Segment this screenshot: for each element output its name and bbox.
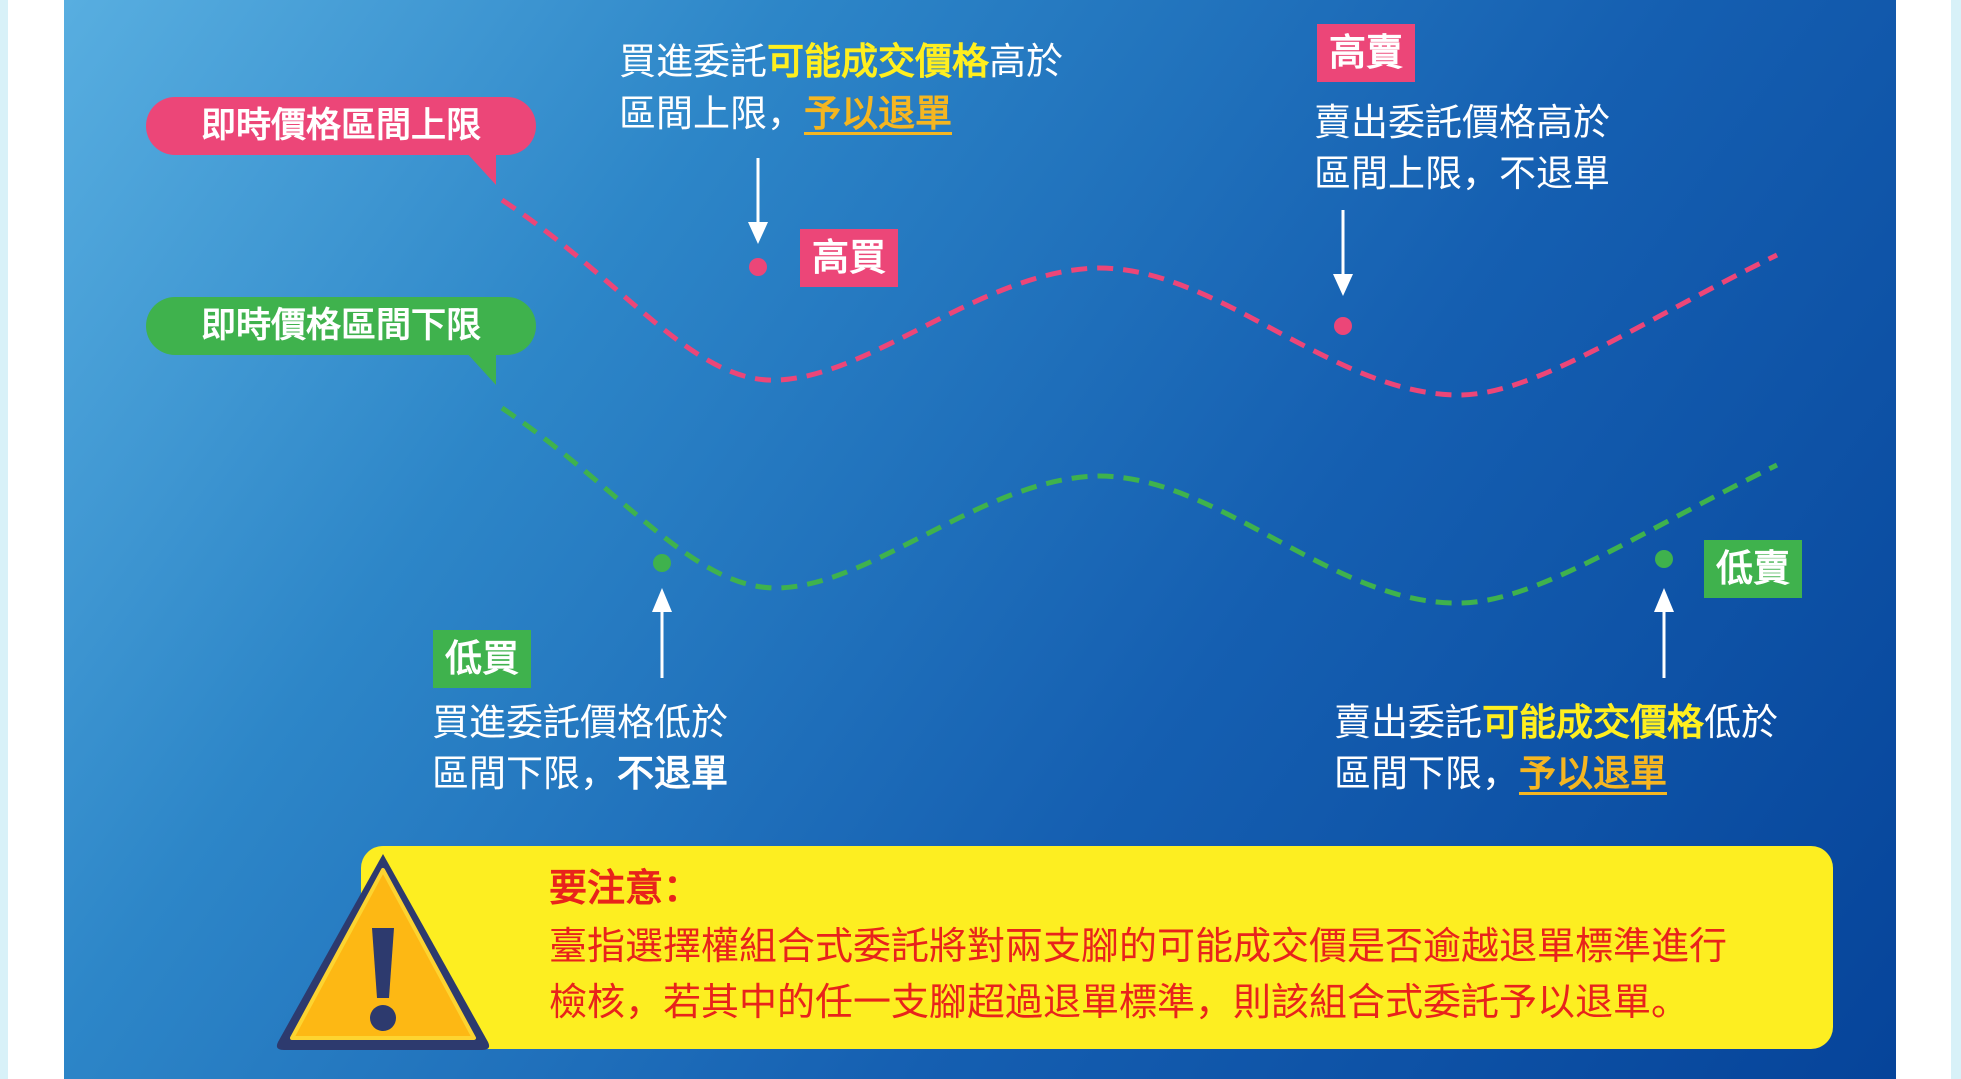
low-sell-line2: 區間下限，予以退單 bbox=[1334, 749, 1667, 799]
lower-limit-label: 即時價格區間下限 bbox=[146, 297, 536, 355]
warning-line1: 臺指選擇權組合式委託將對兩支腳的可能成交價是否逾越退單標準進行 bbox=[549, 924, 1728, 968]
left-edge-strip bbox=[0, 0, 8, 1079]
high-sell-tag: 高賣 bbox=[1317, 24, 1415, 82]
warning-body: 臺指選擇權組合式委託將對兩支腳的可能成交價是否逾越退單標準進行 檢核，若其中的任… bbox=[549, 918, 1727, 1030]
low-buy-line2: 區間下限，不退單 bbox=[432, 749, 728, 799]
low-sell-line2-text: 區間下限， bbox=[1334, 752, 1519, 795]
low-sell-dot bbox=[1655, 550, 1673, 568]
low-sell-line1-end: 低於 bbox=[1704, 701, 1778, 744]
low-buy-line2-text: 區間下限， bbox=[432, 752, 617, 795]
high-buy-line1-text: 買進委託 bbox=[619, 40, 767, 83]
high-buy-tag: 高買 bbox=[800, 229, 898, 287]
low-sell-reject: 予以退單 bbox=[1519, 752, 1667, 795]
high-buy-reject: 予以退單 bbox=[804, 92, 952, 135]
warning-title: 要注意： bbox=[549, 866, 702, 910]
low-sell-highlight: 可能成交價格 bbox=[1482, 701, 1704, 744]
upper-limit-curve bbox=[500, 197, 1779, 398]
diagram-panel: 即時價格區間上限 即時價格區間下限 買進委託可能成交價格高於 區間上限，予以退單… bbox=[64, 0, 1896, 1079]
warning-triangle-icon bbox=[276, 854, 490, 1050]
high-sell-line1: 賣出委託價格高於 bbox=[1314, 101, 1610, 144]
high-sell-dot bbox=[1334, 317, 1352, 335]
lower-limit-curve bbox=[500, 405, 1779, 606]
low-buy-tag: 低買 bbox=[433, 630, 531, 688]
high-buy-highlight: 可能成交價格 bbox=[767, 40, 989, 83]
lower-bubble-tail bbox=[464, 350, 496, 385]
low-sell-line1: 賣出委託可能成交價格低於 bbox=[1334, 698, 1778, 748]
low-buy-dot bbox=[653, 554, 671, 572]
high-buy-line2: 區間上限，予以退單 bbox=[619, 89, 952, 139]
price-lines bbox=[464, 150, 1779, 678]
high-buy-line1: 買進委託可能成交價格高於 bbox=[619, 37, 1063, 87]
high-buy-line2-text: 區間上限， bbox=[619, 92, 804, 135]
upper-bubble-tail bbox=[464, 150, 496, 185]
warning-box bbox=[361, 846, 1833, 1049]
upper-limit-label: 即時價格區間上限 bbox=[146, 97, 536, 155]
low-sell-line1-text: 賣出委託 bbox=[1334, 701, 1482, 744]
low-buy-line1: 買進委託價格低於 bbox=[432, 701, 728, 744]
high-buy-dot bbox=[749, 258, 767, 276]
high-buy-line1-end: 高於 bbox=[989, 40, 1063, 83]
right-edge-strip bbox=[1951, 0, 1961, 1079]
low-buy-no-reject: 不退單 bbox=[617, 752, 728, 795]
low-sell-tag: 低賣 bbox=[1704, 540, 1802, 598]
warning-line2: 檢核，若其中的任一支腳超過退單標準，則該組合式委託予以退單。 bbox=[549, 980, 1690, 1024]
high-sell-line2: 區間上限，不退單 bbox=[1314, 152, 1610, 195]
